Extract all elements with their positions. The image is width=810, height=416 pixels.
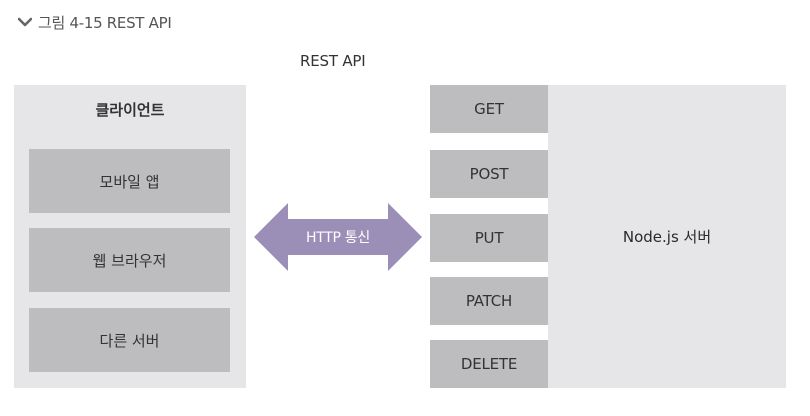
method-box-delete: DELETE <box>430 340 548 388</box>
method-label: PATCH <box>465 292 513 310</box>
method-box-put: PUT <box>430 214 548 262</box>
method-label: PUT <box>474 229 504 247</box>
client-box-mobile-app: 모바일 앱 <box>29 149 230 213</box>
method-box-get: GET <box>430 85 548 133</box>
client-box-label: 모바일 앱 <box>99 172 160 191</box>
client-panel: 클라이언트 모바일 앱 웹 브라우저 다른 서버 <box>14 85 246 388</box>
method-label: GET <box>474 100 504 118</box>
double-arrow-icon <box>254 203 422 271</box>
client-box-label: 웹 브라우저 <box>92 251 167 270</box>
chevron-down-icon <box>18 17 32 27</box>
method-label: POST <box>469 165 509 183</box>
method-box-post: POST <box>430 150 548 198</box>
server-label: Node.js 서버 <box>622 228 712 246</box>
client-box-other-server: 다른 서버 <box>29 308 230 372</box>
figure-caption-text: 그림 4-15 REST API <box>38 13 172 32</box>
method-box-patch: PATCH <box>430 277 548 325</box>
method-label: DELETE <box>460 355 518 373</box>
client-box-label: 다른 서버 <box>99 331 160 350</box>
figure-caption: 그림 4-15 REST API <box>18 10 172 34</box>
double-arrow-shape <box>254 203 422 271</box>
diagram-title: REST API <box>300 52 366 70</box>
client-panel-title: 클라이언트 <box>95 101 165 119</box>
server-panel: Node.js 서버 <box>548 85 786 388</box>
client-box-web-browser: 웹 브라우저 <box>29 228 230 292</box>
http-connection-label: HTTP 통신 <box>306 230 370 246</box>
